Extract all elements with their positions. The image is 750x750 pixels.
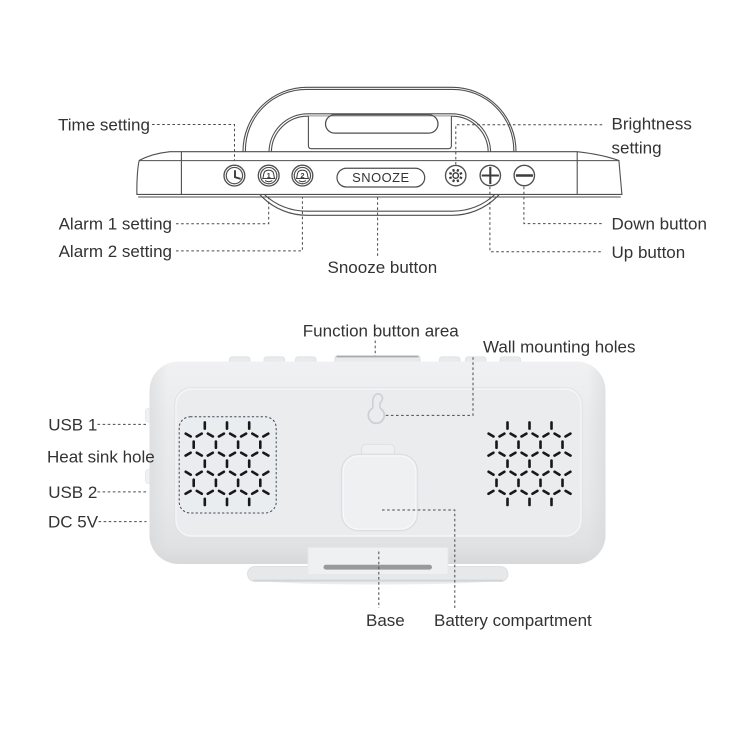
svg-text:Down button: Down button — [612, 215, 707, 234]
svg-text:Alarm 1 setting: Alarm 1 setting — [59, 215, 172, 234]
svg-text:USB 1: USB 1 — [48, 416, 97, 435]
svg-text:Up button: Up button — [612, 243, 686, 262]
svg-text:Alarm 2 setting: Alarm 2 setting — [59, 242, 172, 261]
svg-text:Heat sink hole: Heat sink hole — [47, 448, 155, 467]
svg-text:Function button area: Function button area — [303, 321, 459, 340]
svg-text:SNOOZE: SNOOZE — [352, 170, 409, 185]
svg-text:USB 2: USB 2 — [48, 483, 97, 502]
svg-text:Wall mounting holes: Wall mounting holes — [483, 338, 635, 357]
svg-text:Battery compartment: Battery compartment — [434, 611, 592, 630]
svg-text:Time setting: Time setting — [58, 116, 150, 135]
svg-text:DC 5V: DC 5V — [48, 513, 99, 532]
svg-text:Brightness: Brightness — [612, 115, 692, 134]
svg-text:Snooze button: Snooze button — [328, 258, 438, 277]
svg-text:2: 2 — [300, 171, 304, 180]
svg-text:1: 1 — [267, 171, 271, 180]
svg-text:Base: Base — [366, 611, 405, 630]
svg-text:setting: setting — [612, 139, 662, 158]
